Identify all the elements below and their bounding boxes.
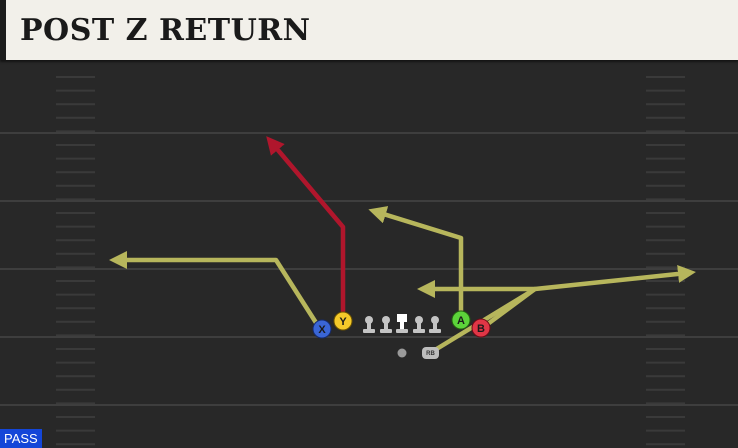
center-snapper [396,314,408,333]
lineman-right-guard [413,316,425,333]
field-turf [0,60,738,448]
lineman-left-tackle [363,316,375,333]
player-y-icon: Y [333,311,353,331]
route-y-post [266,136,346,325]
yard-lines [0,132,738,406]
routes [109,136,696,356]
route-x-out [109,251,323,332]
hash-marks-right [646,76,685,446]
route-rb-flat [427,264,696,356]
play-type-badge: PASS [0,429,42,448]
play-title-bar: POST Z RETURN [0,0,738,60]
route-a-corner [368,206,464,323]
hash-marks-left [56,76,95,446]
player-label-b: B [477,323,485,335]
player-a-icon: A [451,310,471,330]
play-title: POST Z RETURN [20,13,311,48]
lineman-left-guard [380,316,392,333]
player-label-y: Y [339,316,347,328]
player-b-icon: B [471,318,491,338]
player-x-icon: X [312,319,332,339]
lineman-right-tackle [429,316,441,333]
player-label-rb: RB [426,351,435,357]
offensive-line [363,314,441,333]
running-back-marker: RB [422,347,439,359]
player-label-a: A [457,315,465,327]
player-label-x: X [318,324,326,336]
quarterback-marker [397,348,407,358]
title-accent-stripe [0,0,6,60]
